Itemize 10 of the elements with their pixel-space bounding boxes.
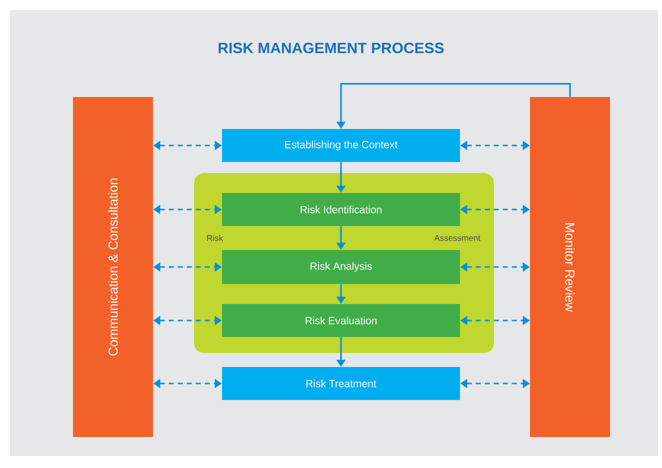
group-label: Assessment	[434, 235, 480, 241]
process-box: Establishing the Context	[222, 129, 460, 162]
side-bar: Communication & Consultation	[73, 97, 153, 437]
title: RISK MANAGEMENT PROCESS	[218, 42, 444, 54]
group-label: Risk	[207, 234, 224, 242]
process-box: Risk Analysis	[222, 250, 460, 284]
side-bar: Monitor Review	[530, 97, 610, 437]
process-box: Risk Identification	[222, 193, 460, 226]
process-box: Risk Treatment	[222, 367, 460, 400]
process-box: Risk Evaluation	[222, 304, 460, 337]
